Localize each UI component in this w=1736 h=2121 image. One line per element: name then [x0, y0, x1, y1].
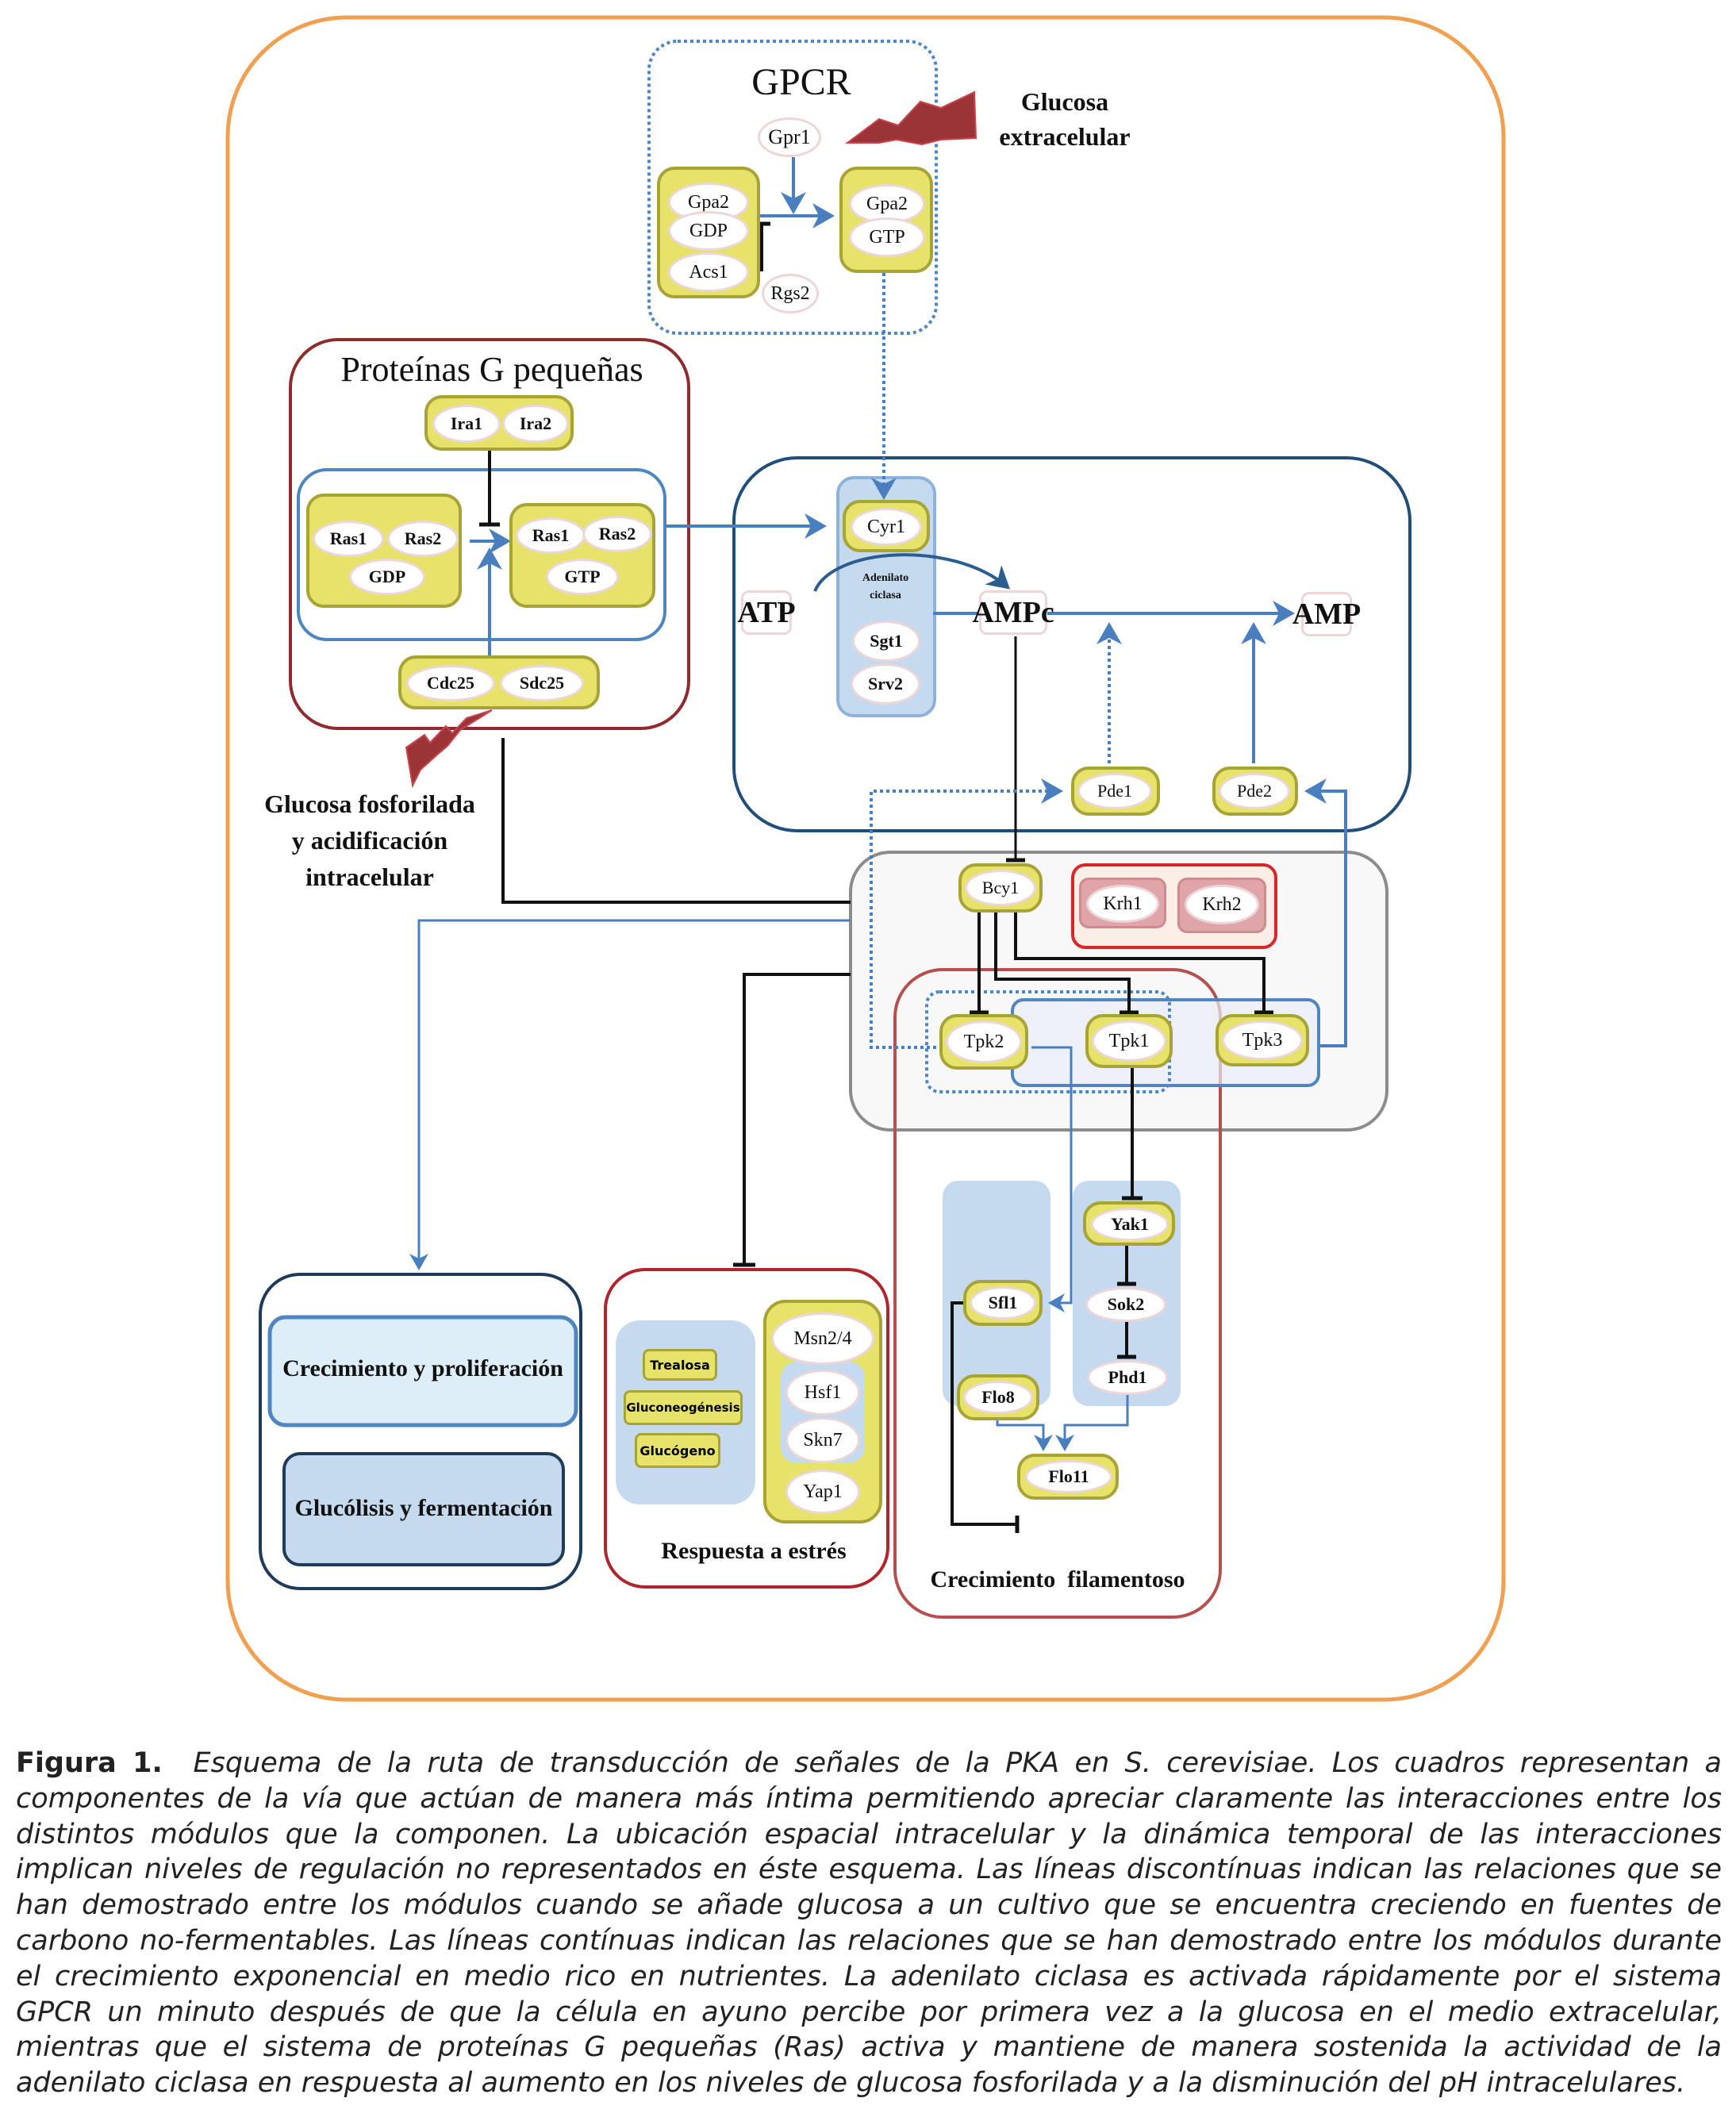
node-skn7: Skn7 [785, 1417, 860, 1463]
node-flo11: Flo11 [1025, 1460, 1112, 1493]
stress-title: Respuesta a estrés [661, 1538, 847, 1564]
flo8-box: Flo8 [957, 1374, 1039, 1420]
node-ras1-active: Ras1 [516, 517, 586, 554]
tpk3-box: Tpk3 [1216, 1014, 1309, 1066]
metabolite-ampc: AMPc [972, 590, 1054, 635]
node-gdp-gpcr: GDP [668, 211, 749, 251]
figure-label: Figura 1. [16, 1747, 163, 1779]
node-sfl1: Sfl1 [970, 1286, 1036, 1320]
figure-caption: Figura 1. Esquema de la ruta de transduc… [16, 1746, 1722, 2101]
intracellular-glucose-line-2: y acidificación [291, 826, 448, 855]
node-yap1: Yap1 [785, 1470, 860, 1514]
yak1-box: Yak1 [1083, 1201, 1175, 1246]
glycolysis-box [282, 1452, 565, 1566]
node-pde2: Pde2 [1219, 773, 1290, 809]
extracellular-glucose-line-1: Glucosa [1020, 87, 1109, 116]
node-rgs2: Rgs2 [762, 274, 819, 313]
stress-module [604, 1268, 889, 1589]
glycogen-box: Glucógeno [635, 1433, 720, 1468]
adenylate-cyclase-label: Adenilato ciclasa [846, 570, 925, 605]
gpcr-title: GPCR [751, 61, 851, 103]
sfl1-box: Sfl1 [963, 1280, 1043, 1326]
metabolite-amp: AMP [1292, 592, 1361, 636]
node-sgt1: Sgt1 [852, 621, 920, 662]
krh1-box: Krh1 [1079, 878, 1166, 928]
gpcr-module [647, 40, 938, 335]
trehalose-box: Trealosa [643, 1349, 717, 1381]
node-sdc25: Sdc25 [500, 665, 584, 701]
node-sok2: Sok2 [1085, 1287, 1166, 1322]
gluconeogenesis-box: Gluconeogénesis [624, 1390, 743, 1425]
figure-caption-text: Esquema de la ruta de transducción de se… [16, 1747, 1722, 2100]
intracellular-glucose-bolt [405, 709, 493, 789]
node-ras2-active: Ras2 [582, 516, 652, 552]
node-gtp-ras: GTP [546, 559, 619, 595]
node-hsf1: Hsf1 [785, 1370, 860, 1416]
node-msn2-4: Msn2/4 [771, 1312, 874, 1365]
node-tpk2: Tpk2 [946, 1020, 1022, 1063]
node-pde1: Pde1 [1077, 773, 1152, 809]
glycolysis-label: Glucólisis y fermentación [294, 1495, 553, 1521]
node-acs1: Acs1 [668, 252, 749, 292]
extracellular-glucose-bolt [845, 90, 977, 146]
ras-gdp-complex: Ras1 Ras2 GDP [306, 494, 462, 608]
adenylate-cyclase-line-1: Adenilato [862, 572, 909, 584]
intracellular-glucose-line-1: Glucosa fosforilada [264, 790, 475, 818]
node-bcy1: Bcy1 [965, 870, 1036, 906]
node-phd1: Phd1 [1087, 1360, 1168, 1395]
adenylate-cyclase-line-2: ciclasa [870, 590, 901, 601]
extracellular-glucose-line-2: extracelular [999, 122, 1131, 151]
node-krh1: Krh1 [1086, 885, 1159, 923]
node-tpk1: Tpk1 [1092, 1020, 1166, 1062]
node-cyr1: Cyr1 [851, 508, 922, 546]
gpa2-gdp-complex: Gpa2 GDP Acs1 [657, 167, 760, 298]
pde1-box: Pde1 [1071, 767, 1160, 816]
filamentous-title: Crecimiento filamentoso [930, 1566, 1185, 1593]
cell-boundary [225, 15, 1506, 1702]
metabolite-atp: ATP [737, 590, 796, 635]
ras-gtp-complex: Ras1 Ras2 GTP [509, 503, 655, 608]
node-flo8: Flo8 [963, 1381, 1033, 1414]
node-gdp-ras: GDP [349, 559, 425, 595]
node-gpr1: Gpr1 [758, 117, 821, 157]
node-ira1: Ira1 [432, 405, 501, 443]
node-krh2: Krh2 [1185, 885, 1259, 924]
krh2-box: Krh2 [1177, 878, 1266, 933]
gpa2-gtp-complex: Gpa2 GTP [839, 167, 933, 273]
flo11-box: Flo11 [1017, 1454, 1119, 1500]
node-yak1: Yak1 [1091, 1208, 1169, 1241]
node-ras1-inactive: Ras1 [313, 521, 384, 557]
filamentous-module [893, 968, 1222, 1619]
growth-box [267, 1315, 578, 1427]
node-ira2: Ira2 [502, 405, 569, 443]
extracellular-glucose-label: Glucosa extracelular [985, 84, 1144, 154]
small-g-module [289, 338, 690, 730]
camp-module [732, 456, 1411, 832]
ras-cycle-box [297, 468, 666, 641]
node-cdc25: Cdc25 [406, 665, 495, 701]
growth-module [259, 1273, 582, 1590]
tpk1-box: Tpk1 [1085, 1014, 1173, 1068]
gef-complex: Cdc25 Sdc25 [398, 655, 600, 709]
growth-label: Crecimiento y proliferación [282, 1355, 563, 1381]
node-srv2: Srv2 [851, 663, 920, 705]
bcy1-box: Bcy1 [958, 863, 1043, 913]
tpk2-box: Tpk2 [939, 1014, 1028, 1070]
node-gtp-gpcr: GTP [849, 217, 925, 257]
cyr1-box: Cyr1 [843, 500, 930, 552]
node-tpk3: Tpk3 [1222, 1020, 1303, 1060]
intracellular-glucose-label: Glucosa fosforilada y acidificación intr… [251, 786, 489, 895]
pde2-box: Pde2 [1212, 767, 1298, 816]
node-gpa2-active: Gpa2 [849, 184, 925, 224]
ira-complex: Ira1 Ira2 [424, 395, 574, 451]
intracellular-glucose-line-3: intracelular [305, 863, 434, 891]
node-ras2-inactive: Ras2 [387, 521, 459, 557]
small-g-title: Proteínas G pequeñas [340, 350, 643, 389]
